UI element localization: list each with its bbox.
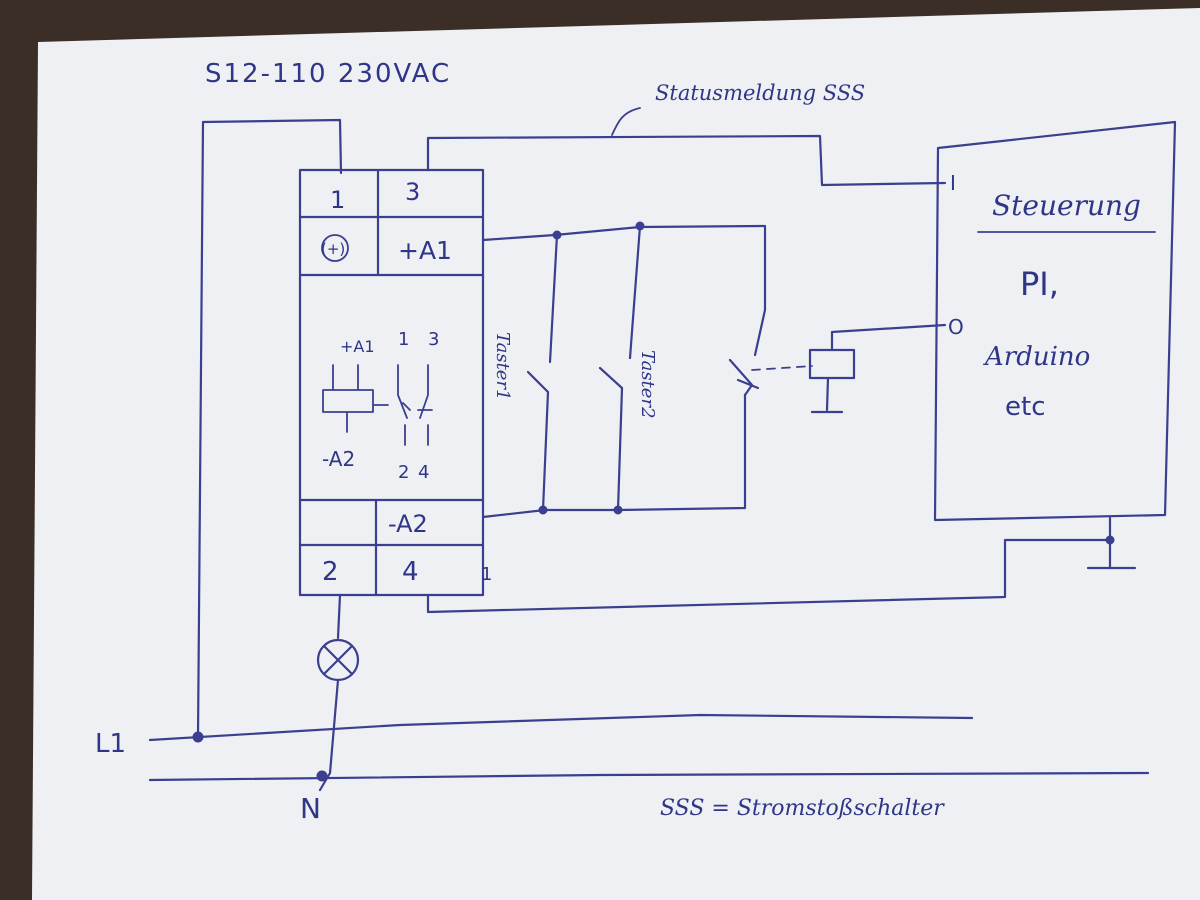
device-title: S12-110 230VAC xyxy=(205,59,451,89)
status-message-label: Statusmeldung SSS xyxy=(655,81,865,105)
button-1-label: Taster1 xyxy=(492,332,513,401)
controller-line-etc: etc xyxy=(1005,392,1046,422)
controller-box xyxy=(933,120,1177,522)
plus-symbol-circle xyxy=(321,234,349,262)
button-2-symbol xyxy=(598,224,642,512)
controller-output-label: O xyxy=(948,315,964,339)
button-1-symbol xyxy=(526,233,559,512)
symbol-minus-a2-label: -A2 xyxy=(322,447,355,471)
terminal-plus-a1-label: +A1 xyxy=(398,236,452,265)
controller-title: Steuerung xyxy=(992,189,1141,222)
relay-block-outline xyxy=(298,168,485,597)
controller-line-arduino: Arduino xyxy=(983,342,1090,372)
controller-line-pi: PI, xyxy=(1020,265,1059,303)
l1-line xyxy=(148,713,974,742)
terminal-minus-a2-label: -A2 xyxy=(388,510,428,538)
footnote-definition: SSS = Stromstoßschalter xyxy=(660,796,945,821)
n-line xyxy=(148,771,1150,782)
terminal-3-label: 3 xyxy=(405,178,420,206)
status-bracket xyxy=(611,107,641,136)
l1-label: L1 xyxy=(95,729,126,759)
symbol-3-label: 3 xyxy=(428,329,439,350)
symbol-plus-a1-label: +A1 xyxy=(340,337,375,356)
terminal-4-label: 4 xyxy=(402,557,419,587)
symbol-4-label: 4 xyxy=(418,462,429,483)
relay-contacts-symbol xyxy=(373,364,433,446)
terminal-4-return-wire xyxy=(426,538,1112,614)
button-2-label: Taster2 xyxy=(637,350,658,419)
relay-side-mark: 1 xyxy=(481,564,492,585)
lamp-cross xyxy=(322,644,354,676)
terminal-1-label: 1 xyxy=(330,186,345,214)
paper-sheet xyxy=(32,8,1200,900)
contact-dashed-link xyxy=(751,365,813,371)
symbol-2-label: 2 xyxy=(398,462,409,483)
controller-relay-contact xyxy=(728,308,767,397)
terminal-plus-label: (+) xyxy=(321,240,345,258)
symbol-1-label: 1 xyxy=(398,329,409,350)
l1-feed-wire xyxy=(196,118,343,739)
n-junction-dot xyxy=(316,770,328,782)
controller-input-label: I xyxy=(950,171,956,195)
n-label: N xyxy=(300,792,321,825)
status-wire xyxy=(426,134,947,187)
relay-coil-symbol xyxy=(322,364,374,433)
lamp-wire-bottom xyxy=(318,678,340,792)
lamp-wire-top xyxy=(336,593,342,640)
coil-leads xyxy=(810,323,947,414)
l1-junction-dot xyxy=(192,731,204,743)
terminal-2-label: 2 xyxy=(322,557,339,587)
